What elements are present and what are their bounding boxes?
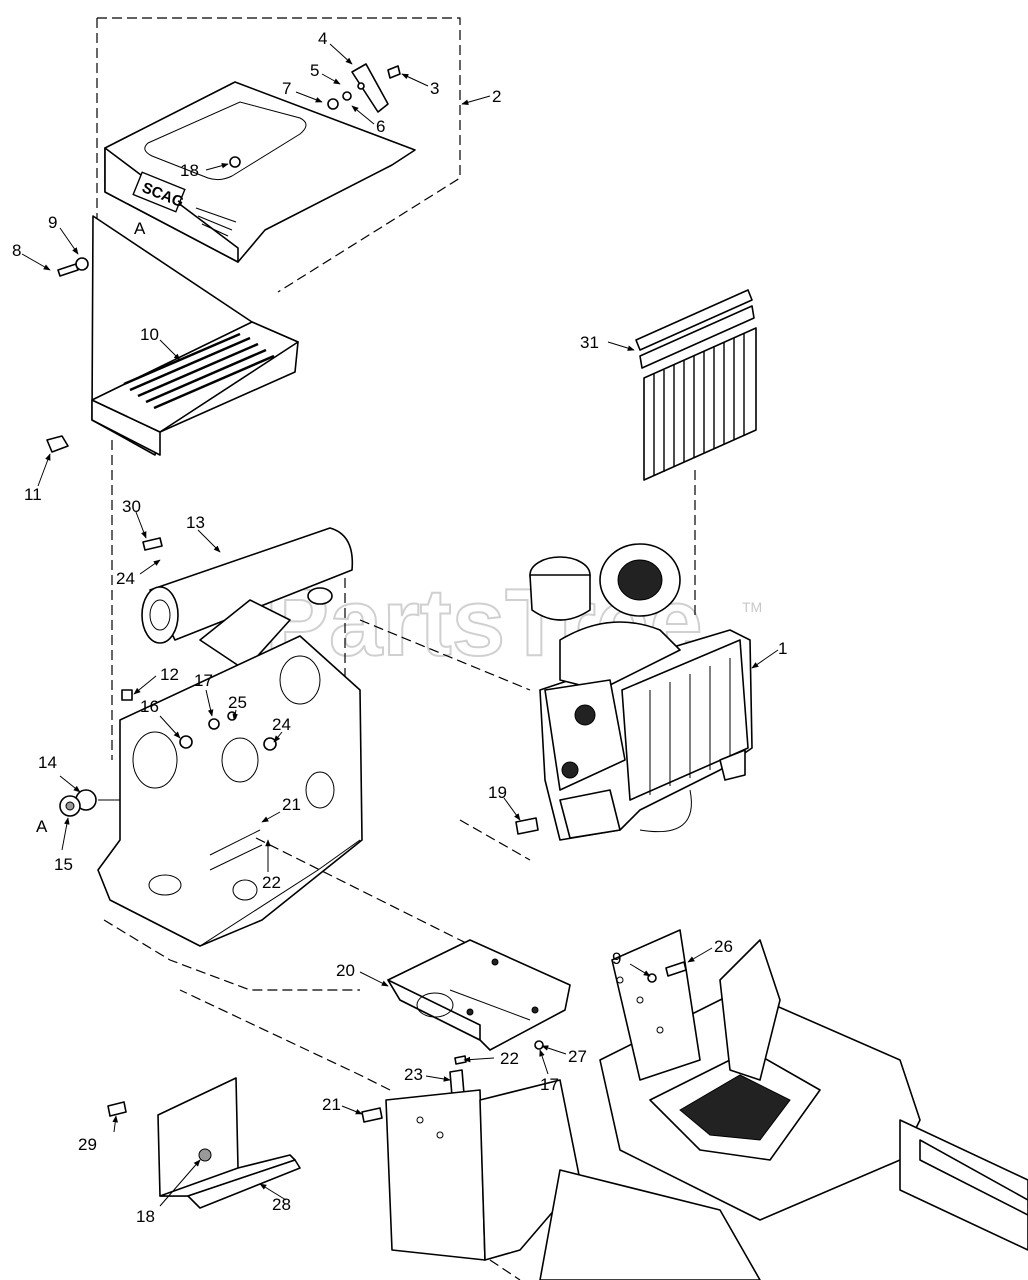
- clip-12: [121, 689, 133, 701]
- callout-26: 26: [714, 937, 733, 956]
- fastener-9-26: [647, 961, 687, 983]
- callout-21: 21: [282, 795, 301, 814]
- engine: [529, 543, 753, 841]
- callout-7: 7: [282, 79, 291, 98]
- callout-17: 17: [194, 671, 213, 690]
- guide-bolt-line: [255, 837, 501, 961]
- screw-30: [142, 537, 163, 551]
- callout-10: 10: [140, 325, 159, 344]
- callout-18: 18: [180, 161, 199, 180]
- chassis-frame: [385, 929, 1028, 1280]
- callout-1: 1: [778, 639, 787, 658]
- guide-21: [179, 989, 391, 1091]
- callout-labels: 1 2 3 4 5 6 7 8 9 10 11 12 13 14 15 16 1…: [12, 29, 787, 1226]
- callout-24-lower: 24: [272, 715, 291, 734]
- callout-6: 6: [376, 117, 385, 136]
- callout-27: 27: [568, 1047, 587, 1066]
- callout-22: 22: [262, 873, 281, 892]
- washer-16: [179, 735, 193, 749]
- nut-17: [208, 718, 220, 730]
- callout-9: 9: [48, 213, 57, 232]
- callout-30: 30: [122, 497, 141, 516]
- latch-assembly: [327, 63, 401, 113]
- cover-knob: [229, 156, 241, 168]
- reference-letter-a-top: A: [134, 219, 146, 238]
- callout-19: 19: [488, 783, 507, 802]
- frame-bracket-28: [157, 1077, 301, 1209]
- callout-4: 4: [318, 29, 327, 48]
- callout-15: 15: [54, 855, 73, 874]
- callout-8: 8: [12, 241, 21, 260]
- callout-14: 14: [38, 753, 57, 772]
- callout-12: 12: [160, 665, 179, 684]
- callout-28: 28: [272, 1195, 291, 1214]
- washers-14-15: [59, 789, 97, 817]
- guide-to-engine: [359, 619, 531, 691]
- watermark-trademark: TM: [742, 599, 762, 615]
- guide-19: [459, 819, 531, 861]
- air-screen: [635, 289, 757, 481]
- callout-25: 25: [228, 693, 247, 712]
- callout-5: 5: [310, 61, 319, 80]
- callout-21-lower: 21: [322, 1095, 341, 1114]
- callout-20: 20: [336, 961, 355, 980]
- callout-31: 31: [580, 333, 599, 352]
- bolt-19: [515, 817, 539, 835]
- callout-2: 2: [492, 87, 501, 106]
- callout-23: 23: [404, 1065, 423, 1084]
- callout-3: 3: [430, 79, 439, 98]
- callout-24: 24: [116, 569, 135, 588]
- callout-11: 11: [24, 485, 42, 504]
- callout-29: 29: [78, 1135, 97, 1154]
- grill-cover: [91, 215, 299, 456]
- screw-29: [107, 1101, 127, 1117]
- bolt-21-lower: [361, 1107, 383, 1123]
- callout-13: 13: [186, 513, 205, 532]
- nut-24: [263, 737, 277, 751]
- engine-cover: SCAG: [104, 81, 416, 263]
- engine-mount-plate: [387, 939, 571, 1051]
- muffler: [141, 527, 354, 671]
- exhaust-bracket: [97, 635, 363, 991]
- leader-lines: [21, 43, 779, 1207]
- callout-9-frame: 9: [612, 949, 621, 968]
- washer-27: [534, 1040, 544, 1050]
- reference-letter-a-bottom: A: [36, 817, 48, 836]
- screw-11: [46, 435, 69, 453]
- callout-17-lower: 17: [540, 1075, 559, 1094]
- callout-16: 16: [140, 697, 159, 716]
- callout-22-lower: 22: [500, 1049, 519, 1068]
- callout-18-lower: 18: [136, 1207, 155, 1226]
